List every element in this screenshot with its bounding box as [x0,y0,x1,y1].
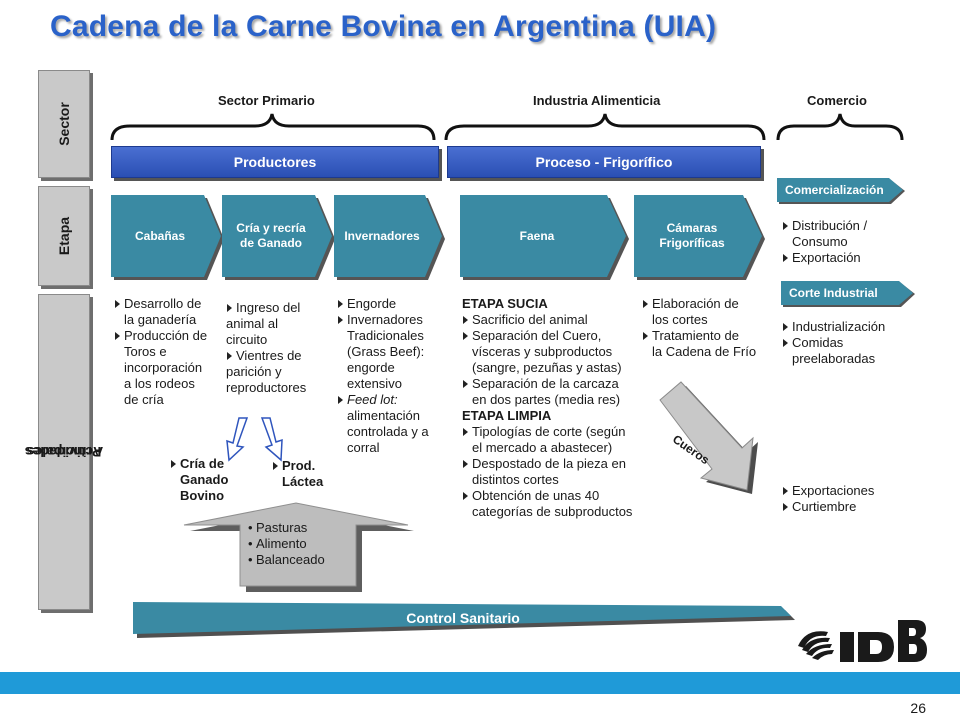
tag-comercializacion: Comercialización [777,178,905,204]
proceso-frigorifico-bar: Proceso - Frigorífico [447,146,761,178]
productores-bar: Productores [111,146,439,178]
stage-cabanas: Cabañas [111,195,224,280]
row-label-etapa: Etapa [38,186,90,286]
activities-cria: Ingreso del animal al circuito Vientres … [226,300,330,396]
tag-corte-industrial: Corte Industrial [781,281,915,307]
sector-primario-label: Sector Primario [218,93,315,108]
comercio-label: Comercio [807,93,867,108]
page-number: 26 [910,700,926,716]
control-sanitario: Control Sanitario [406,610,520,626]
activities-invernadores: Engorde Invernadores Tradicionales (Gras… [337,296,447,456]
activities-corte-industrial: Industrialización Comidas preelaboradas [782,319,912,367]
cueros-destinations: Exportaciones Curtiembre [782,483,912,515]
footer-bar [0,672,960,694]
activities-comercializacion: Distribución / Consumo Exportación [782,218,902,266]
cueros-label: Cueros [669,432,712,468]
activities-faena: ETAPA SUCIA Sacrificio del animal Separa… [462,296,662,520]
page-title: Cadena de la Carne Bovina en Argentina (… [50,10,717,43]
stage-faena: Faena [460,195,629,280]
activities-camaras: Elaboración de los cortes Tratamiento de… [642,296,774,360]
output-cria-ganado: Cría de Ganado Bovino [170,456,250,504]
activities-cabanas: Desarrollo de la ganadería Producción de… [114,296,226,408]
sector-braces [110,113,904,141]
row-label-sector: Sector [38,70,90,178]
industria-label: Industria Alimenticia [533,93,661,108]
inputs-list: Pasturas Alimento Balanceado [248,520,366,568]
idb-logo [796,616,928,669]
stage-invernadores: Invernadores [334,195,445,280]
output-prod-lactea: Prod. Láctea [272,458,342,490]
